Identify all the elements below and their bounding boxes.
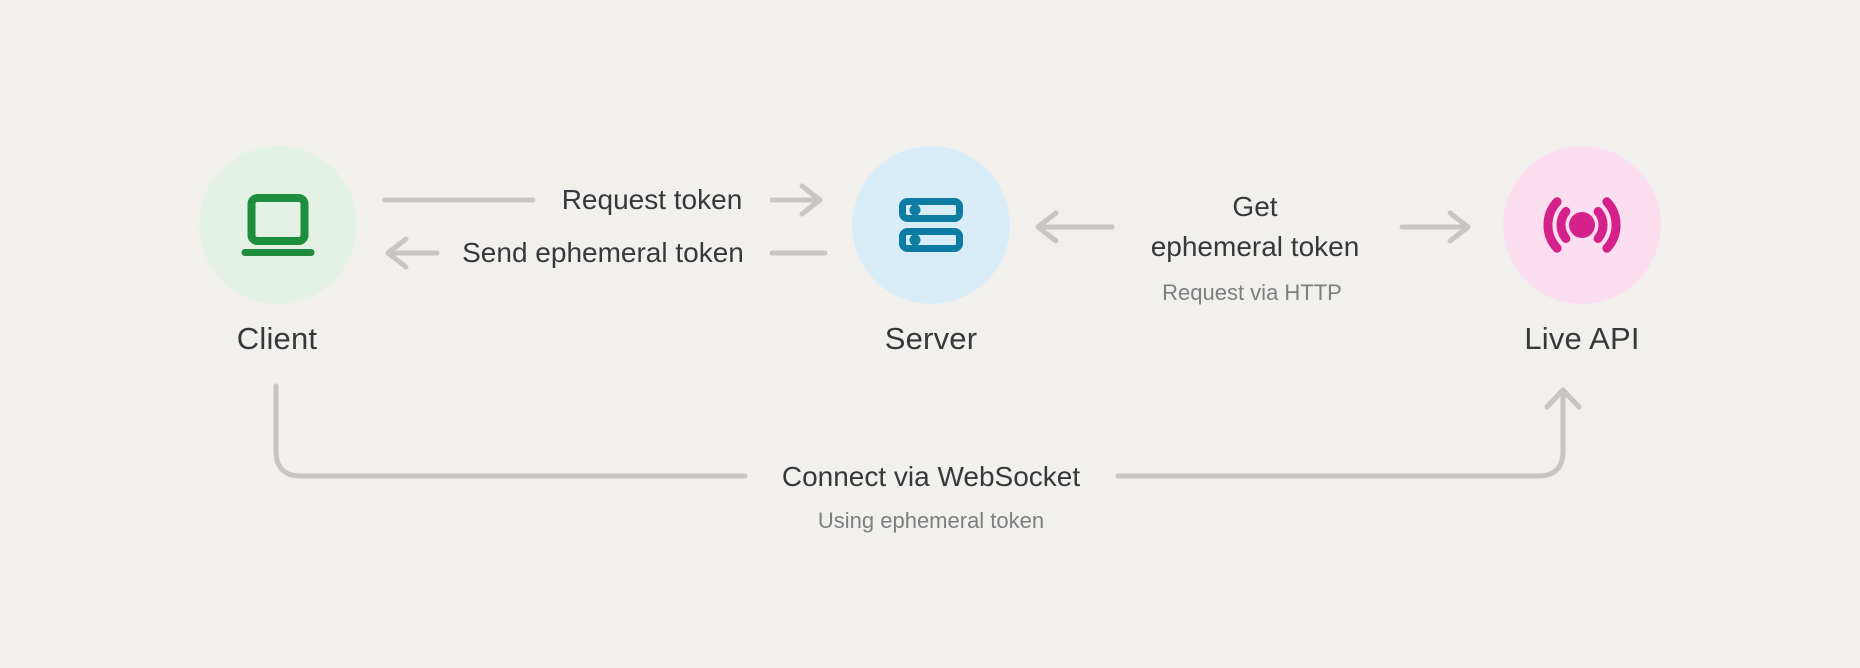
node-label-server: Server xyxy=(884,321,978,356)
edge-label-get-ephemeral-token: Get ephemeral token xyxy=(1151,187,1360,267)
get-token-arrow-right-icon xyxy=(1399,210,1471,244)
node-label-live-api: Live API xyxy=(1524,321,1640,356)
node-live-api xyxy=(1503,146,1661,304)
edge-label-get-ephemeral-token-line2: ephemeral token xyxy=(1150,231,1360,262)
node-client xyxy=(199,146,357,304)
edge-label-send-ephemeral-token: Send ephemeral token xyxy=(462,237,744,268)
node-label-client: Client xyxy=(236,321,318,356)
edge-label-request-token: Request token xyxy=(561,184,743,215)
websocket-path-left xyxy=(273,383,748,479)
edge-sublabel-request-via-http: Request via HTTP xyxy=(1162,280,1342,305)
laptop-icon xyxy=(241,194,315,256)
send-token-arrow-left-icon xyxy=(385,236,440,270)
server-icon xyxy=(899,198,963,252)
request-token-arrow-right-icon xyxy=(769,183,823,217)
broadcast-icon xyxy=(1543,197,1621,253)
get-token-arrow-left-icon xyxy=(1035,210,1115,244)
edge-sublabel-using-ephemeral-token: Using ephemeral token xyxy=(817,508,1045,533)
node-server xyxy=(852,146,1010,304)
edge-label-connect-via-websocket: Connect via WebSocket xyxy=(781,461,1081,492)
websocket-path-right-arrow-up-icon xyxy=(1115,387,1582,479)
edge-label-get-ephemeral-token-line1: Get xyxy=(1232,191,1278,222)
